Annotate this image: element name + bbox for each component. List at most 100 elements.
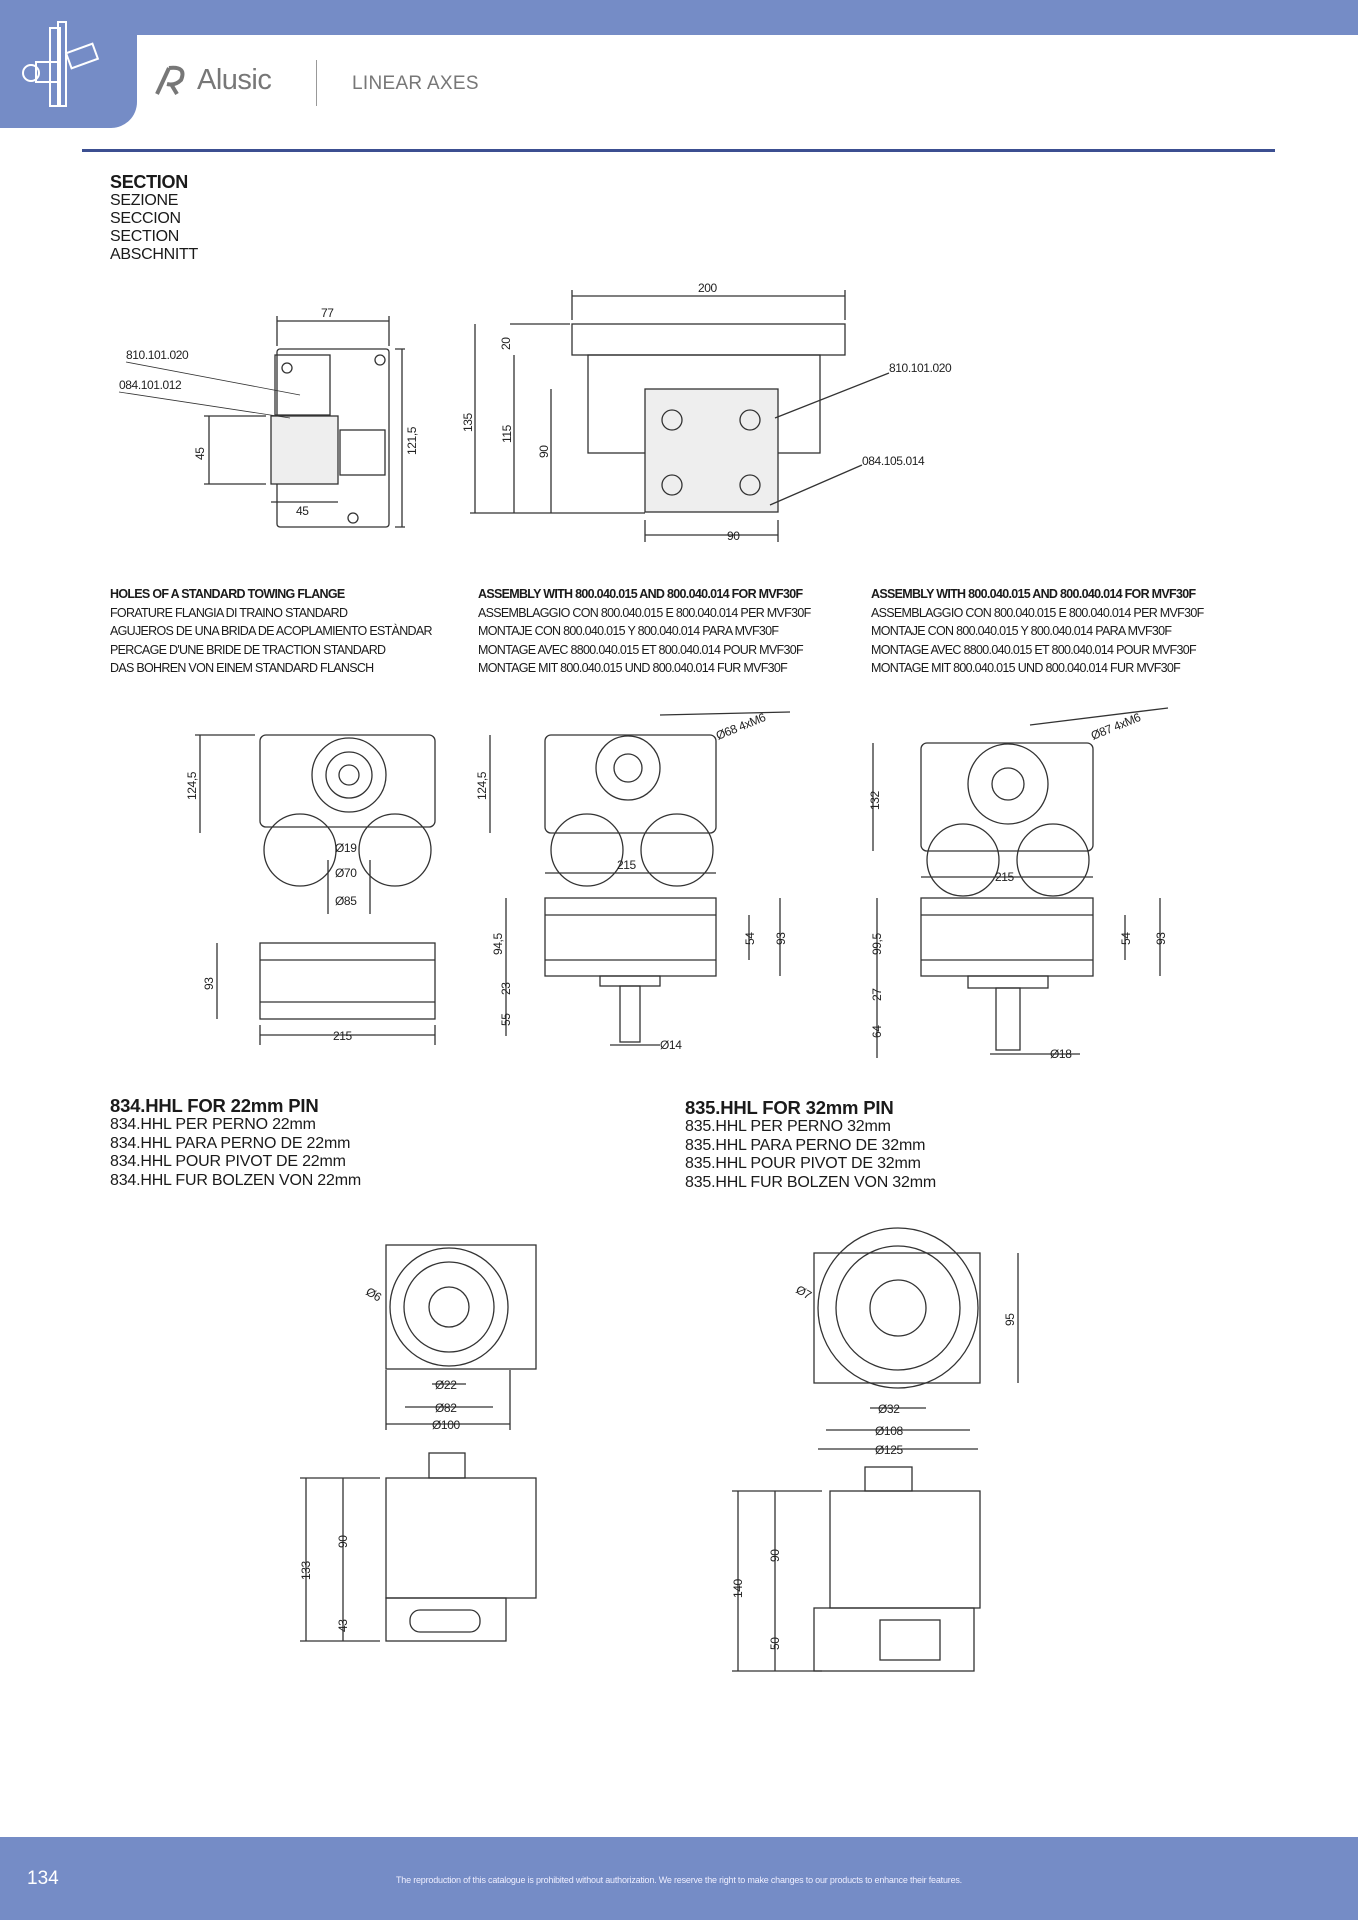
alusic-logo-icon (155, 65, 185, 96)
dim-label: 23 (499, 982, 513, 995)
dim-label: 121,5 (405, 426, 419, 455)
dim-label: 54 (1119, 932, 1133, 945)
caption-title: ASSEMBLY WITH 800.040.015 AND 800.040.01… (871, 587, 1196, 601)
caption-line: AGUJEROS DE UNA BRIDA DE ACOPLAMIENTO ES… (110, 624, 433, 638)
brand-logo: Alusic (153, 62, 272, 98)
dim-label: 99,5 (870, 933, 884, 955)
dim-label: 90 (537, 445, 551, 458)
product-title: 835.HHL FOR 32mm PIN (685, 1097, 894, 1118)
page-number: 134 (27, 1868, 59, 1889)
dim-label: 132 (868, 790, 882, 810)
dim-label: Ø7 (794, 1282, 815, 1302)
dim-label: 215 (333, 1029, 353, 1043)
dim-label: Ø18 (1050, 1047, 1072, 1061)
section-translation: ABSCHNITT (110, 246, 198, 263)
dim-label: 55 (499, 1013, 513, 1026)
dim-label: 94,5 (491, 933, 505, 955)
dim-label: 124,5 (185, 771, 199, 800)
dim-label: 215 (995, 870, 1015, 884)
caption-line: MONTAGE AVEC 8800.040.015 ET 800.040.014… (478, 642, 804, 657)
linear-axis-icon (22, 21, 100, 107)
dim-label: 200 (698, 281, 718, 295)
dim-label: 27 (870, 988, 884, 1001)
copyright-notice: The reproduction of this catalogue is pr… (396, 1875, 962, 1885)
caption-line: ASSEMBLAGGIO CON 800.040.015 E 800.040.0… (478, 605, 811, 620)
product-line: 834.HHL PARA PERNO DE 22mm (110, 1134, 351, 1152)
product-834-drawing (300, 1244, 537, 1642)
product-835-heading: 835.HHL FOR 32mm PIN 835.HHL PER PERNO 3… (685, 1097, 936, 1192)
section-drawing-left (118, 316, 405, 528)
caption-line: MONTAGE MIT 800.040.015 UND 800.040.014 … (478, 661, 788, 675)
assembly-2-drawing (872, 707, 1169, 1058)
dim-label: 124,5 (475, 771, 489, 800)
part-label: 810.101.020 (889, 361, 952, 375)
dim-label: Ø100 (432, 1418, 460, 1432)
header-rule (82, 149, 1275, 152)
dim-label: 43 (336, 1619, 350, 1632)
caption-assembly-1: ASSEMBLY WITH 800.040.015 AND 800.040.01… (478, 585, 811, 678)
dim-label: Ø70 (335, 866, 357, 880)
assembly-1-drawing (489, 711, 791, 1046)
product-line: 835.HHL FUR BOLZEN VON 32mm (685, 1173, 936, 1191)
dim-label: 20 (499, 337, 513, 350)
product-line: 834.HHL PER PERNO 22mm (110, 1116, 316, 1133)
product-line: 834.HHL POUR PIVOT DE 22mm (110, 1153, 346, 1170)
caption-towing-flange: HOLES OF A STANDARD TOWING FLANGE FORATU… (110, 585, 433, 678)
dim-label: Ø85 (335, 894, 357, 908)
part-label: 810.101.020 (126, 348, 189, 362)
dim-label: 95 (1003, 1313, 1017, 1326)
section-translation: SECTION (110, 228, 180, 245)
product-line: 835.HHL PER PERNO 32mm (685, 1118, 891, 1135)
section-drawing-right (470, 290, 890, 542)
category-title: LINEAR AXES (352, 73, 479, 94)
header-divider (316, 60, 317, 106)
dim-label: Ø68 4xM6 (714, 710, 768, 743)
caption-line: MONTAJE CON 800.040.015 Y 800.040.014 PA… (871, 624, 1172, 638)
footer-band (0, 1837, 1358, 1920)
product-line: 834.HHL FUR BOLZEN VON 22mm (110, 1171, 361, 1189)
dim-label: 45 (193, 447, 207, 460)
dim-label: 90 (768, 1549, 782, 1562)
caption-line: DAS BOHREN VON EINEM STANDARD FLANSCH (110, 661, 374, 675)
caption-line: PERCAGE D'UNE BRIDE DE TRACTION STANDARD (110, 642, 386, 657)
part-label: 084.101.012 (119, 378, 182, 392)
caption-title: ASSEMBLY WITH 800.040.015 AND 800.040.01… (478, 587, 803, 601)
dim-label: 93 (774, 932, 788, 945)
product-834-heading: 834.HHL FOR 22mm PIN 834.HHL PER PERNO 2… (110, 1095, 361, 1190)
product-line: 835.HHL POUR PIVOT DE 32mm (685, 1155, 921, 1172)
header-band (0, 0, 1358, 35)
dim-label: Ø82 (435, 1401, 457, 1415)
brand-name: Alusic (197, 63, 272, 96)
caption-line: FORATURE FLANGIA DI TRAINO STANDARD (110, 605, 348, 620)
section-title: SECTION (110, 172, 188, 192)
section-translation: SEZIONE (110, 192, 179, 209)
section-heading: SECTION SEZIONE SECCION SECTION ABSCHNIT… (110, 172, 198, 264)
caption-title: HOLES OF A STANDARD TOWING FLANGE (110, 587, 345, 601)
dim-label: 64 (870, 1025, 884, 1038)
dim-label: Ø14 (660, 1038, 682, 1052)
dim-label: 54 (743, 932, 757, 945)
dim-label: 93 (202, 977, 216, 990)
dim-label: Ø125 (875, 1443, 903, 1457)
dim-label: 93 (1154, 932, 1168, 945)
product-line: 835.HHL PARA PERNO DE 32mm (685, 1136, 926, 1154)
dim-label: Ø108 (875, 1424, 903, 1438)
dim-label: Ø22 (435, 1378, 457, 1392)
dim-label: Ø19 (335, 841, 357, 855)
product-835-drawing (732, 1227, 1019, 1672)
dim-label: Ø32 (878, 1402, 900, 1416)
dim-label: 215 (617, 858, 637, 872)
category-icon-box (0, 0, 137, 128)
section-translation: SECCION (110, 210, 181, 227)
dim-label: 90 (336, 1535, 350, 1548)
dim-label: 77 (321, 306, 334, 320)
dim-label: 45 (296, 504, 309, 518)
part-label: 084.105.014 (862, 454, 925, 468)
caption-line: MONTAJE CON 800.040.015 Y 800.040.014 PA… (478, 624, 779, 638)
caption-line: ASSEMBLAGGIO CON 800.040.015 E 800.040.0… (871, 605, 1204, 620)
caption-line: MONTAGE AVEC 8800.040.015 ET 800.040.014… (871, 642, 1197, 657)
dim-label: 140 (731, 1578, 745, 1598)
flange-drawing (195, 734, 436, 1045)
dim-label: 115 (500, 424, 514, 443)
